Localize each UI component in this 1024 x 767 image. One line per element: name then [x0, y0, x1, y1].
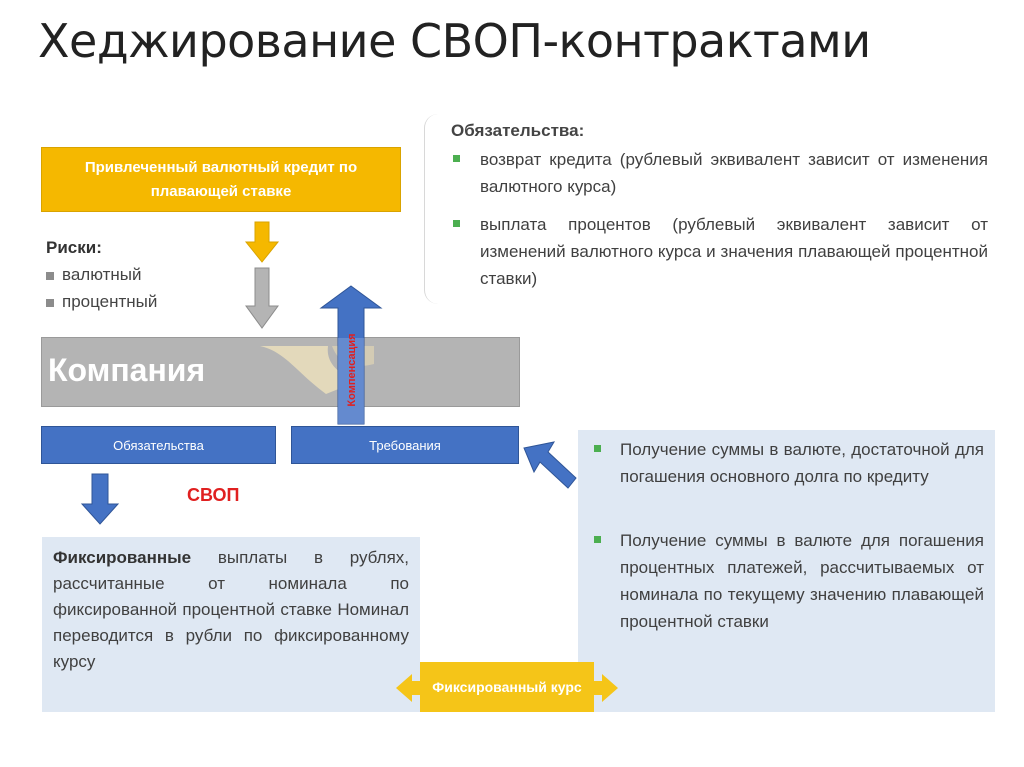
receipts-panel — [578, 430, 995, 712]
risk-item: процентный — [46, 292, 157, 312]
claims-box: Требования — [291, 426, 519, 464]
bullet-square-icon — [594, 536, 601, 543]
company-label: Компания — [48, 352, 206, 388]
fixed-payments-panel — [42, 537, 420, 712]
compensation-label: Компенсация — [346, 333, 358, 407]
bullet-square-icon — [46, 298, 54, 307]
receipt-item: Получение суммы в валюте для погашения п… — [620, 531, 984, 631]
obligation-item: возврат кредита (рублевый эквивалент зав… — [480, 150, 988, 196]
down-arrow-icon — [244, 221, 280, 329]
fixed-rate-box: Фиксированный курс — [420, 662, 594, 712]
up-arrow-icon — [319, 285, 383, 425]
bullet-square-icon — [453, 220, 460, 227]
obligations-brace — [424, 114, 1000, 304]
obligation-item: выплата процентов (рублевый эквивалент з… — [480, 215, 988, 288]
risks-title: Риски: — [46, 238, 102, 257]
page-title: Хеджирование СВОП-контрактами — [38, 14, 871, 68]
obligations-box: Обязательства — [41, 426, 276, 464]
obligations-title: Обязательства: — [451, 121, 585, 140]
credit-box: Привлеченный валютный кредит по плавающе… — [41, 147, 401, 212]
risk-item: валютный — [46, 265, 141, 285]
down-arrow-icon — [80, 473, 120, 525]
bullet-square-icon — [594, 445, 601, 452]
bullet-square-icon — [453, 155, 460, 162]
fixed-payments-text: Фиксированные выплаты в рублях, рассчита… — [53, 548, 409, 671]
receipt-item: Получение суммы в валюте, достаточной дл… — [620, 440, 984, 486]
bullet-square-icon — [46, 271, 54, 280]
company-box — [41, 337, 520, 407]
diagonal-arrow-icon — [523, 441, 577, 489]
swap-label: СВОП — [187, 485, 240, 505]
